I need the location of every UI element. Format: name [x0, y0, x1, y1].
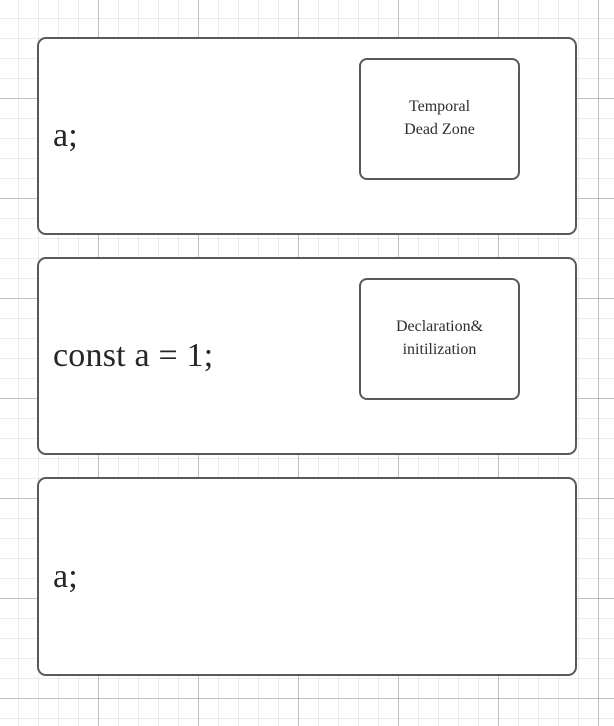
code-text-3: a;: [53, 557, 78, 595]
statement-block-1[interactable]: a; Temporal Dead Zone: [37, 37, 577, 235]
statement-block-3[interactable]: a;: [37, 477, 577, 676]
annotation-label-1-line-2: Dead Zone: [404, 121, 475, 138]
annotation-box-temporal-dead-zone[interactable]: Temporal Dead Zone: [359, 58, 520, 180]
annotation-label-2-line-2: initilization: [402, 341, 477, 358]
statement-block-2[interactable]: const a = 1; Declaration& initilization: [37, 257, 577, 455]
annotation-box-declaration-initialization[interactable]: Declaration& initilization: [359, 278, 520, 400]
annotation-label-1-line-1: Temporal: [408, 98, 471, 116]
annotation-label-1: Temporal Dead Zone: [398, 96, 481, 141]
annotation-label-2: Declaration& initilization: [390, 316, 489, 361]
annotation-label-2-line-1: Declaration&: [395, 318, 484, 336]
code-text-1: a;: [53, 117, 78, 155]
code-text-2: const a = 1;: [53, 337, 214, 375]
